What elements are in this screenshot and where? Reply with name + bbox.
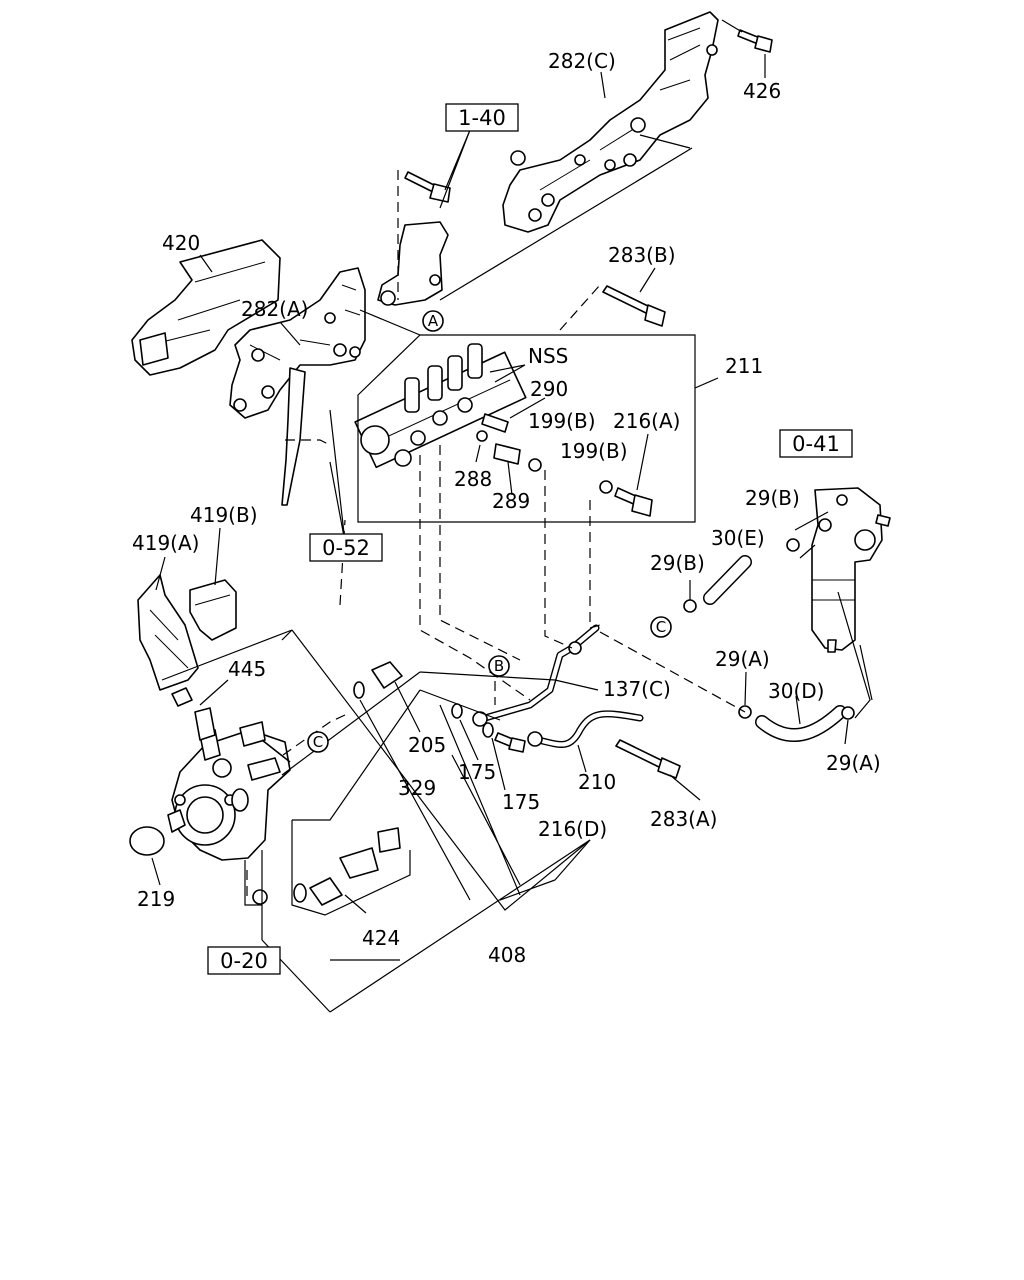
assembly-outlines (161, 147, 873, 1013)
svg-text:A: A (428, 312, 439, 330)
ref-label-0-52: 0-52 (322, 536, 370, 560)
hose-30d (755, 705, 847, 743)
label-175-1: 175 (458, 760, 496, 784)
label-282a: 282(A) (241, 297, 308, 321)
label-nss: NSS (528, 344, 568, 368)
circle-marker-c-pump: C (307, 731, 329, 753)
nut-020 (252, 889, 268, 905)
washers-175 (451, 703, 526, 753)
label-329: 329 (398, 776, 436, 800)
label-424: 424 (362, 926, 400, 950)
leader-lines (151, 54, 871, 914)
hose-30e (703, 555, 752, 605)
label-211: 211 (725, 354, 763, 378)
ref-label-0-41: 0-41 (792, 432, 840, 456)
label-283b: 283(B) (608, 243, 676, 267)
circle-marker-b: B (488, 655, 510, 677)
bracket-282c (502, 11, 719, 233)
label-29b-2: 29(B) (650, 551, 705, 575)
injection-pump (167, 721, 291, 861)
label-445: 445 (228, 657, 266, 681)
svg-text:C: C (656, 618, 666, 636)
label-290: 290 (530, 377, 568, 401)
fuel-filter (811, 487, 891, 653)
ref-box-0-52: 0-52 (309, 533, 383, 562)
fitting-445 (171, 687, 216, 741)
label-199b-2: 199(B) (560, 439, 628, 463)
cover-419b (189, 579, 237, 641)
fuel-pipe-137c (472, 624, 600, 727)
label-175-2: 175 (502, 790, 540, 814)
label-420: 420 (162, 231, 200, 255)
label-408: 408 (488, 943, 526, 967)
ref-label-1-40: 1-40 (458, 106, 506, 130)
label-30d: 30(D) (768, 679, 824, 703)
circle-marker-c-filter: C (650, 616, 672, 638)
label-419a: 419(A) (132, 531, 199, 555)
svg-text:C: C (313, 733, 323, 751)
ref-box-0-20: 0-20 (207, 946, 281, 975)
ref-label-0-20: 0-20 (220, 949, 268, 973)
label-210: 210 (578, 770, 616, 794)
heat-shield-420 (131, 239, 281, 376)
label-288: 288 (454, 467, 492, 491)
fuel-rail-assembly (354, 343, 542, 472)
label-216a: 216(A) (613, 409, 680, 433)
label-199b-1: 199(B) (528, 409, 596, 433)
label-282c: 282(C) (548, 49, 616, 73)
sensor-424 (293, 827, 401, 906)
o-ring-219 (129, 826, 165, 856)
label-29a-2: 29(A) (826, 751, 881, 775)
bracket-plate (377, 221, 449, 306)
label-29a-1: 29(A) (715, 647, 770, 671)
fuel-pipe-210 (527, 710, 644, 748)
circle-marker-a: A (422, 310, 444, 332)
label-283a: 283(A) (650, 807, 717, 831)
label-30e: 30(E) (711, 526, 765, 550)
part-labels: 282(C) 426 420 282(A) 283(B) NSS 290 211… (132, 49, 881, 967)
label-216d: 216(D) (538, 817, 607, 841)
label-29b-1: 29(B) (745, 486, 800, 510)
fitting-205 (353, 661, 403, 699)
ref-box-0-41: 0-41 (779, 429, 853, 458)
svg-text:B: B (494, 657, 504, 675)
label-419b: 419(B) (190, 503, 258, 527)
bolt-140 (404, 171, 451, 203)
label-289: 289 (492, 489, 530, 513)
ref-box-1-40: 1-40 (445, 103, 519, 132)
label-205: 205 (408, 733, 446, 757)
bolt-283b (602, 285, 666, 327)
cover-419a (137, 574, 199, 691)
label-219: 219 (137, 887, 175, 911)
label-137c: 137(C) (603, 677, 671, 701)
bolt-283a (615, 739, 681, 779)
bolt-216a (599, 480, 653, 517)
bolt-426 (721, 19, 773, 53)
label-426: 426 (743, 79, 781, 103)
